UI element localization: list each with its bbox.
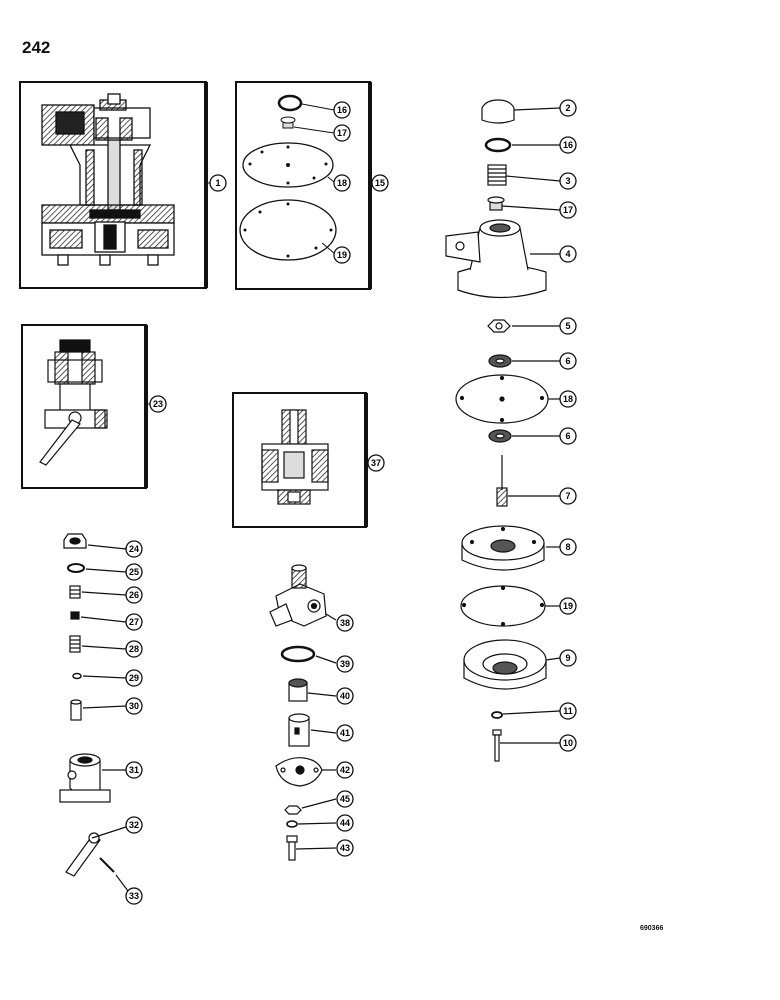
callout-44: 44 <box>340 818 350 828</box>
callout-15: 15 <box>375 178 385 188</box>
page-number: 242 <box>22 38 51 57</box>
callout-26: 26 <box>129 590 139 600</box>
right-exploded-stack <box>445 99 561 762</box>
cap-shape <box>481 99 515 124</box>
callout-1: 1 <box>215 178 220 188</box>
callout-39: 39 <box>340 659 350 669</box>
inset-valve-body: 37 <box>232 392 385 528</box>
callout-29: 29 <box>129 673 139 683</box>
callout-17a: 17 <box>337 128 347 138</box>
callout-18a: 18 <box>337 178 347 188</box>
callout-45: 45 <box>340 794 350 804</box>
callout-5: 5 <box>565 321 570 331</box>
callout-33: 33 <box>129 891 139 901</box>
callout-18b: 18 <box>563 394 573 404</box>
inset-pump-section: 1 <box>19 81 227 289</box>
drawing-code: 690366 <box>640 925 664 932</box>
inset-primer-valve: 23 <box>21 324 167 489</box>
callout-16a: 16 <box>337 105 347 115</box>
gasket-shape <box>239 199 337 261</box>
callout-19b: 19 <box>563 601 573 611</box>
callout-43: 43 <box>340 843 350 853</box>
callout-9: 9 <box>565 653 570 663</box>
inset-diaphragm-kit: 16 17 18 19 15 <box>235 81 389 290</box>
middle-callouts: 38 39 40 41 42 45 44 43 <box>336 614 354 857</box>
callout-28: 28 <box>129 644 139 654</box>
callout-6a: 6 <box>565 356 570 366</box>
callout-41: 41 <box>340 728 350 738</box>
callout-19a: 19 <box>337 250 347 260</box>
callout-17b: 17 <box>563 205 573 215</box>
callout-3: 3 <box>565 176 570 186</box>
left-exploded-stack <box>59 533 129 892</box>
callout-16b: 16 <box>563 140 573 150</box>
callout-37: 37 <box>371 458 381 468</box>
callout-6b: 6 <box>565 431 570 441</box>
callout-8: 8 <box>565 542 570 552</box>
callout-11: 11 <box>563 706 573 716</box>
middle-exploded-stack <box>269 564 337 861</box>
callout-25: 25 <box>129 567 139 577</box>
callout-42: 42 <box>340 765 350 775</box>
callout-38: 38 <box>340 618 350 628</box>
callout-2: 2 <box>565 103 570 113</box>
left-callouts: 24 25 26 27 28 29 30 31 32 33 <box>125 540 143 905</box>
callout-7: 7 <box>565 491 570 501</box>
right-callouts: 2 16 3 17 4 5 6 18 6 7 8 19 9 11 10 <box>559 99 577 752</box>
callout-40: 40 <box>340 691 350 701</box>
callout-24: 24 <box>129 544 139 554</box>
callout-27: 27 <box>129 617 139 627</box>
callout-10: 10 <box>563 738 573 748</box>
callout-4: 4 <box>565 249 570 259</box>
callout-30: 30 <box>129 701 139 711</box>
callout-32: 32 <box>129 820 139 830</box>
callout-31: 31 <box>129 765 139 775</box>
pump-section-illustration <box>41 93 175 266</box>
callout-23: 23 <box>153 399 163 409</box>
o-ring-shape <box>277 94 303 112</box>
